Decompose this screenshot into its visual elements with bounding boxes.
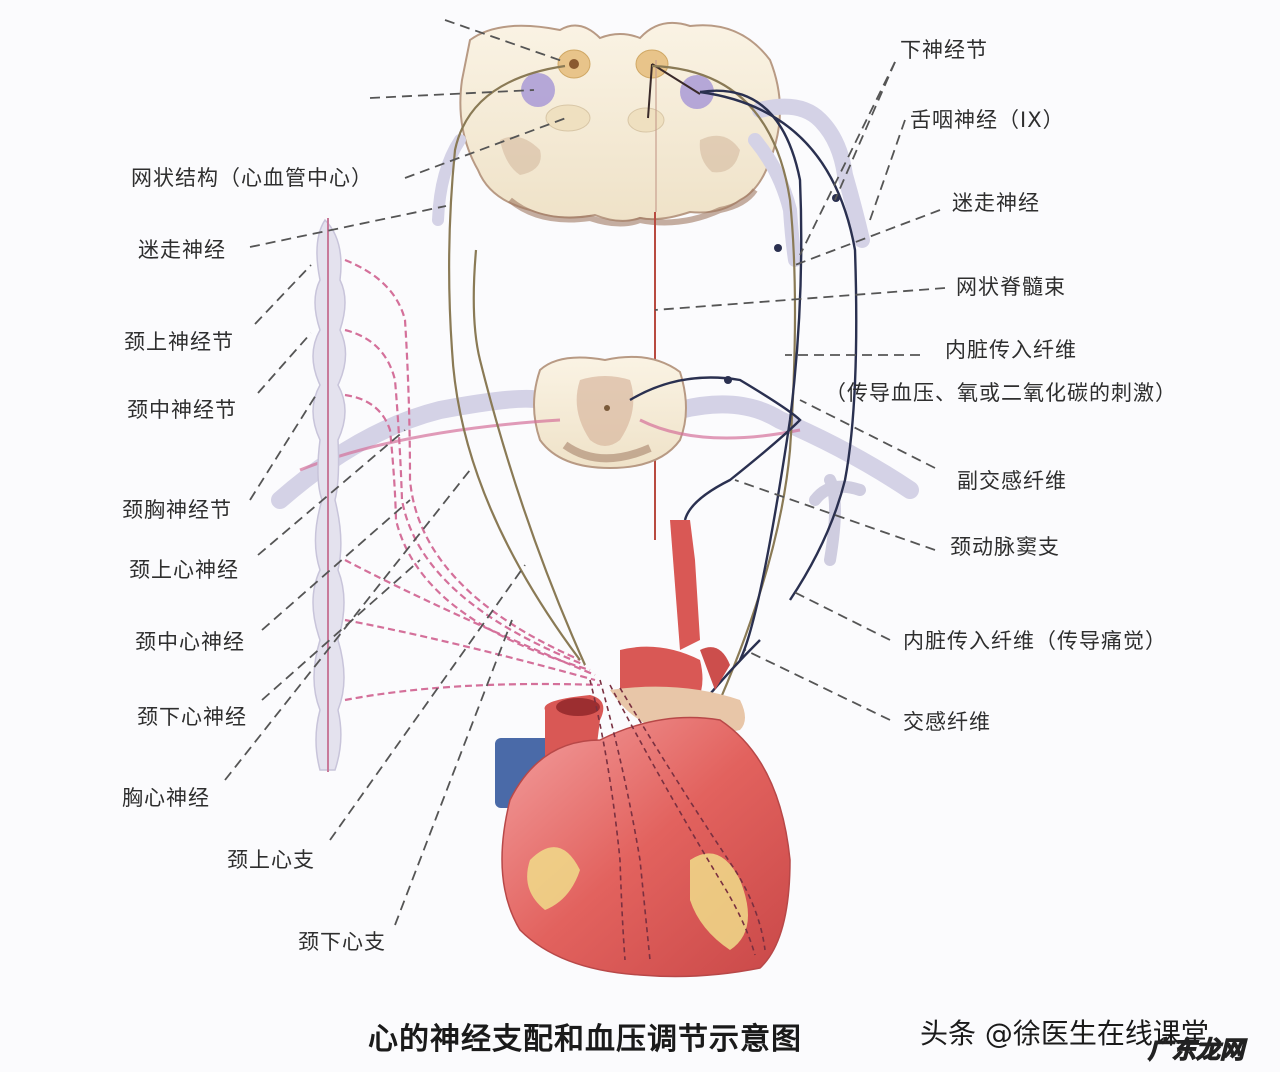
label-superior-cervical-cardiac-branch: 颈上心支 <box>227 848 315 872</box>
site-watermark: 广东龙网 <box>1147 1035 1244 1064</box>
label-visceral-afferent-note: （传导血压、氧或二氧化碳的刺激） <box>825 381 1177 405</box>
figure-caption: 心的神经支配和血压调节示意图 <box>368 1022 802 1057</box>
label-sympathetic-fibers: 交感纤维 <box>903 710 991 734</box>
label-inferior-cervical-cardiac-branch: 颈下心支 <box>298 930 386 954</box>
sympathetic-cardiac-nerves <box>344 258 601 702</box>
label-visceral-afferent-fibers: 内脏传入纤维 <box>945 338 1077 362</box>
label-middle-cervical-ganglion: 颈中神经节 <box>127 398 237 422</box>
label-vagus-nerve-right: 迷走神经 <box>952 191 1040 215</box>
label-inferior-ganglion: 下神经节 <box>900 38 988 62</box>
label-carotid-sinus-branch: 颈动脉窦支 <box>950 535 1060 559</box>
label-visceral-afferent-pain: 内脏传入纤维（传导痛觉） <box>903 629 1167 653</box>
label-thoracic-cardiac-nerve: 胸心神经 <box>122 786 210 810</box>
label-glossopharyngeal-nerve: 舌咽神经（IX） <box>910 108 1065 132</box>
label-reticular-formation: 网状结构（心血管中心） <box>131 166 373 190</box>
label-middle-cervical-cardiac-nerve: 颈中心神经 <box>135 630 245 654</box>
label-vagus-nerve-left: 迷走神经 <box>138 238 226 262</box>
heart <box>495 520 791 978</box>
label-cervicothoracic-ganglion: 颈胸神经节 <box>122 498 232 522</box>
carotid-artery <box>809 474 866 566</box>
sympathetic-trunk <box>312 218 347 772</box>
label-parasympathetic-fibers: 副交感纤维 <box>957 469 1067 493</box>
label-superior-cervical-ganglion: 颈上神经节 <box>124 330 234 354</box>
label-superior-cervical-cardiac-nerve: 颈上心神经 <box>129 558 239 582</box>
label-reticulospinal-tract: 网状脊髓束 <box>956 275 1066 299</box>
spinal-cord-section <box>271 355 919 509</box>
brainstem-section <box>459 22 781 227</box>
author-credit: 头条 @徐医生在线课堂 <box>920 1017 1209 1050</box>
label-inferior-cervical-cardiac-nerve: 颈下心神经 <box>137 705 247 729</box>
leader-lines <box>224 19 946 926</box>
